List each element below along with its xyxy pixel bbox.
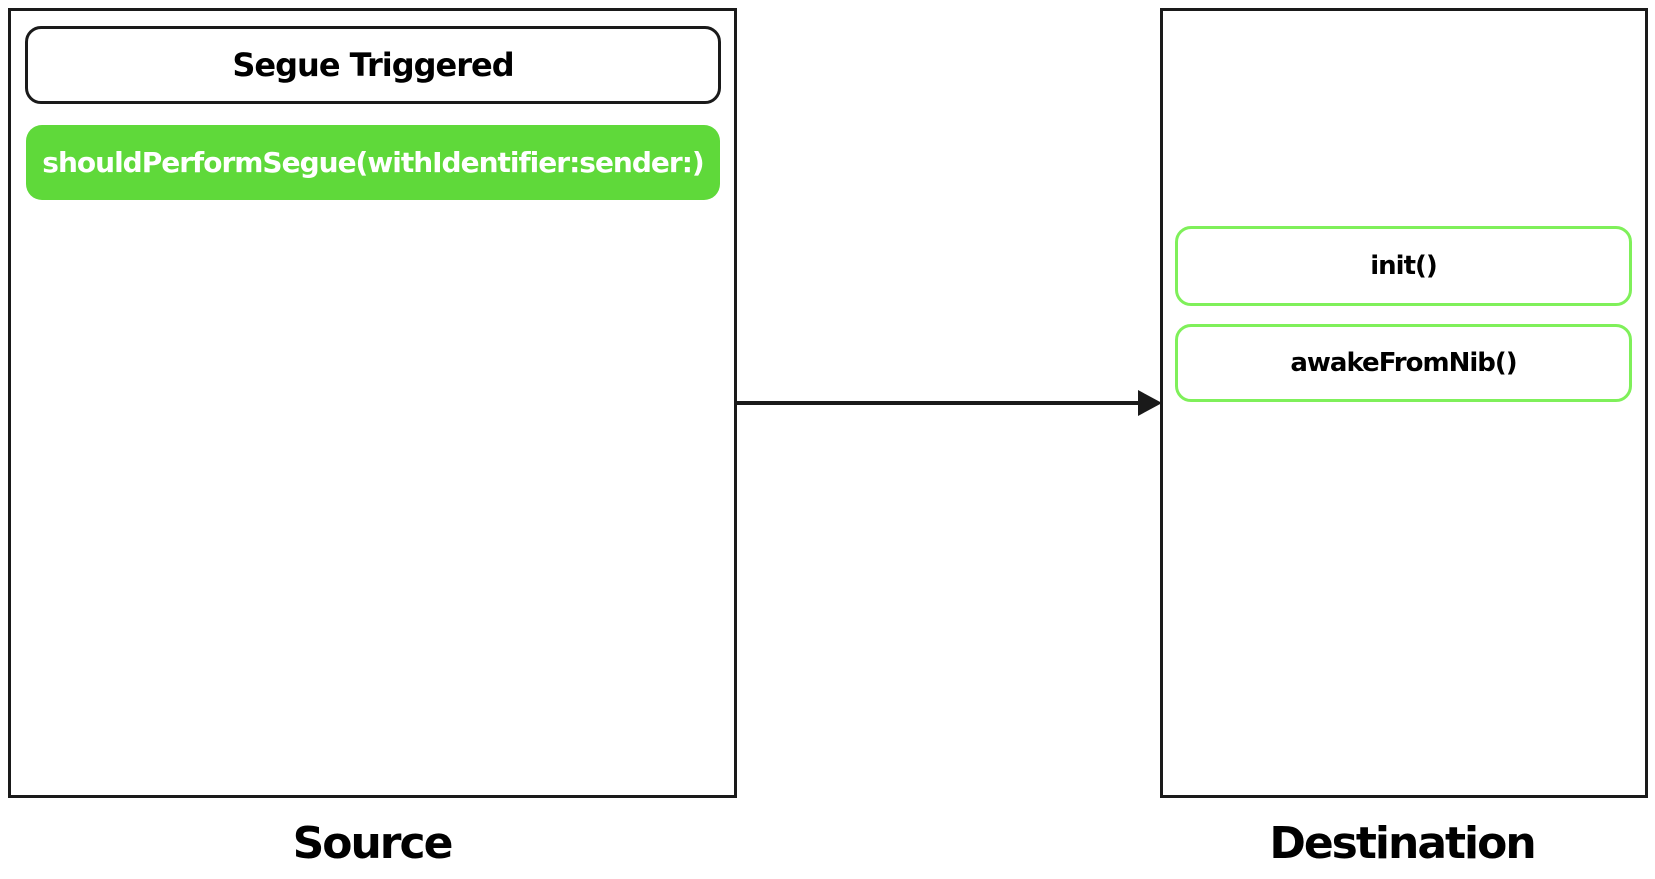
source-label: Source bbox=[292, 818, 454, 869]
init-text: init() bbox=[1370, 251, 1438, 281]
awake-from-nib-node: awakeFromNib() bbox=[1175, 324, 1632, 402]
arrowhead-icon bbox=[1138, 390, 1162, 416]
destination-label: Destination bbox=[1269, 818, 1536, 869]
should-perform-segue-node: shouldPerformSegue(withIdentifier:sender… bbox=[26, 125, 720, 200]
segue-triggered-node: Segue Triggered bbox=[25, 26, 721, 104]
segue-triggered-text: Segue Triggered bbox=[232, 46, 514, 84]
init-node: init() bbox=[1175, 226, 1632, 306]
should-perform-segue-text: shouldPerformSegue(withIdentifier:sender… bbox=[42, 146, 704, 179]
awake-from-nib-text: awakeFromNib() bbox=[1290, 348, 1517, 378]
source-panel bbox=[8, 8, 737, 798]
